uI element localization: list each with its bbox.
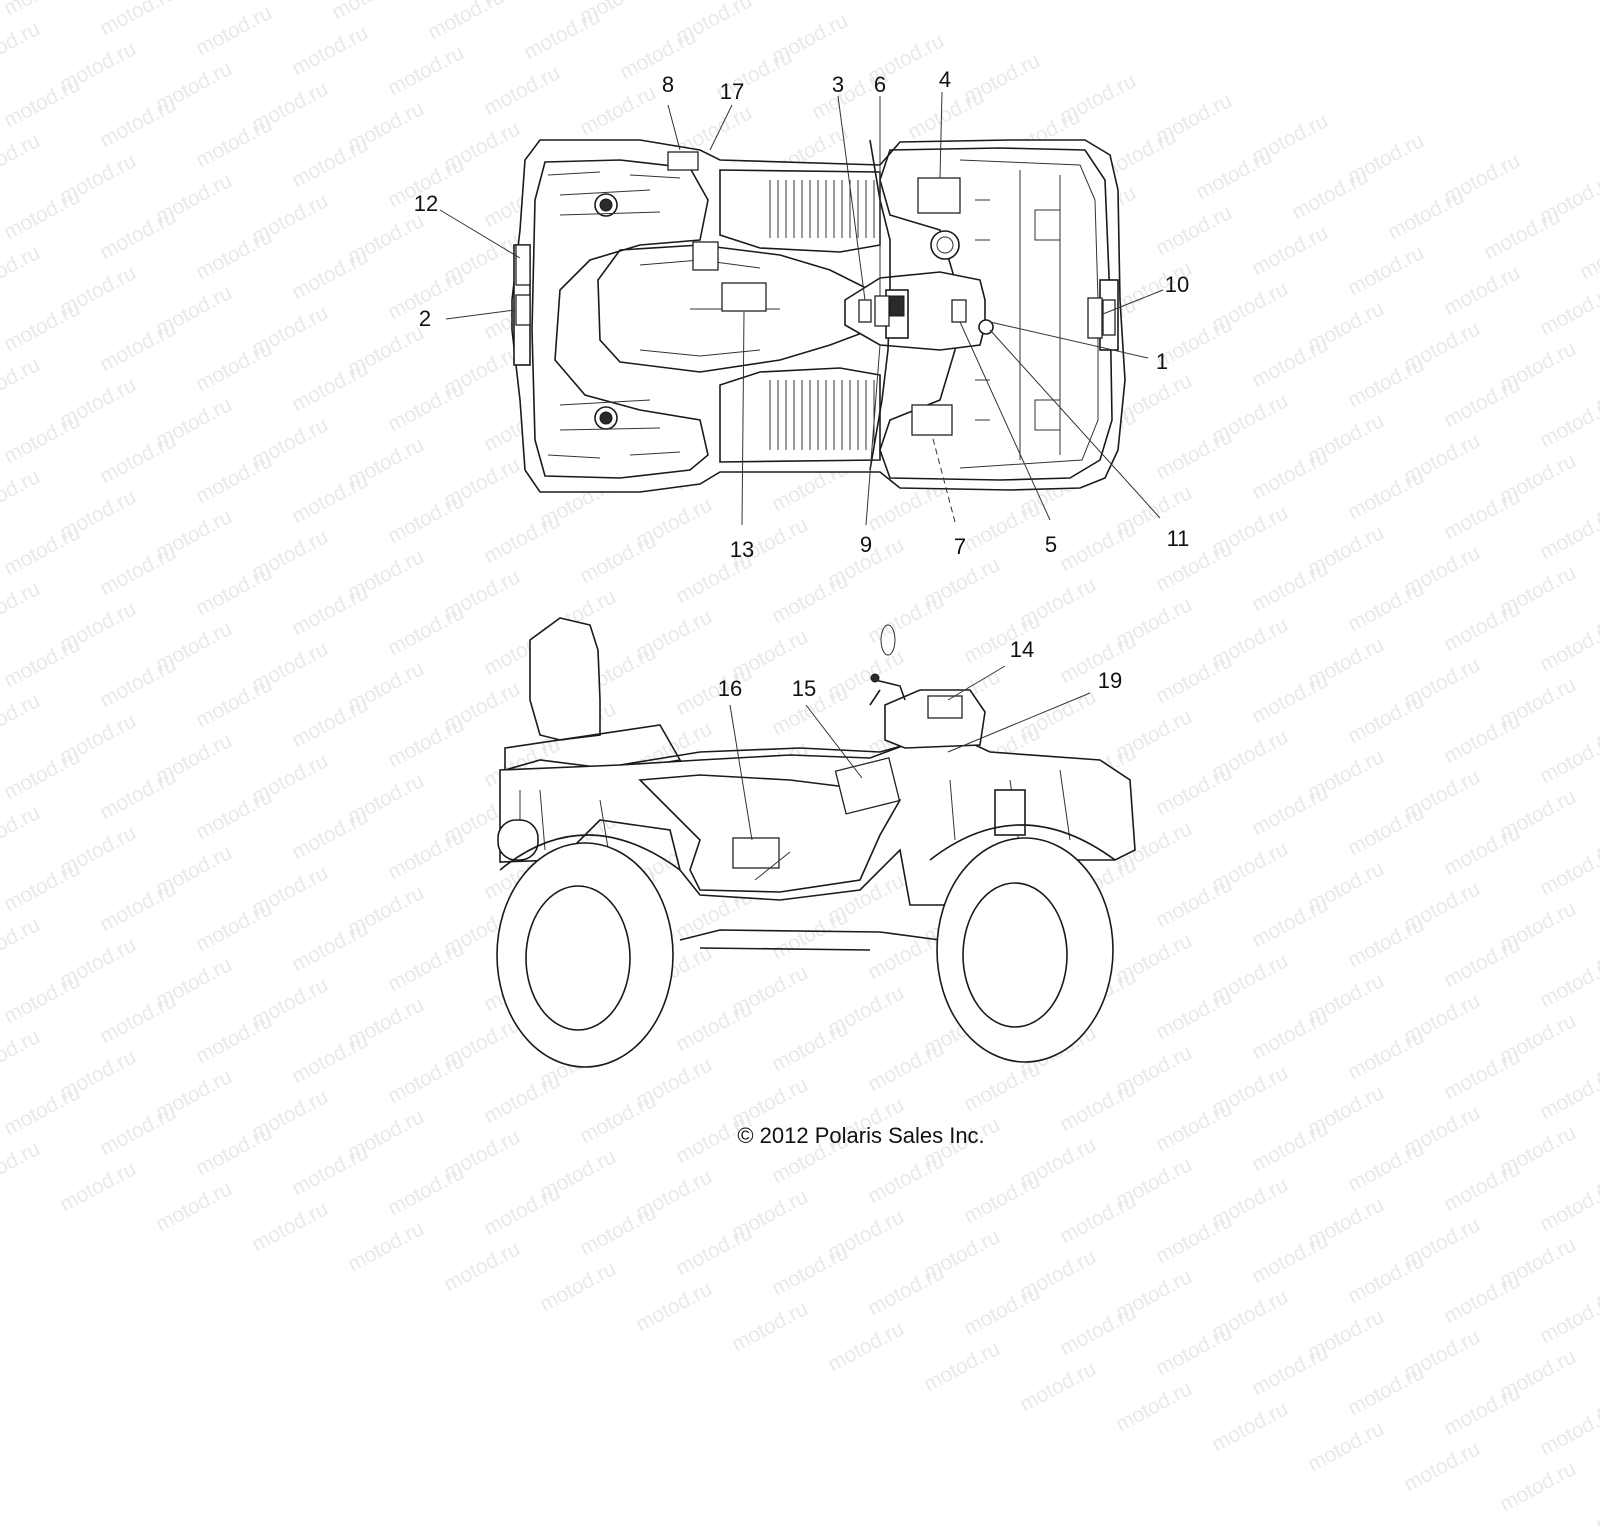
watermark-text: motod.ru [1016, 1245, 1100, 1305]
watermark-text: motod.ru [1536, 1401, 1600, 1461]
copyright-notice: © 2012 Polaris Sales Inc. [737, 1123, 985, 1148]
watermark-text: motod.ru [536, 1257, 620, 1317]
watermark-text: motod.ru [1056, 1301, 1140, 1361]
watermark-text: motod.ru [1592, 1365, 1600, 1425]
decal-13 [721, 282, 767, 312]
watermark-text: motod.ru [1400, 1213, 1484, 1273]
decal-5 [951, 299, 967, 323]
decal-4 [917, 177, 961, 214]
decal-8 [667, 151, 699, 171]
watermark-text: motod.ru [1112, 1377, 1196, 1437]
decal-14 [927, 695, 963, 719]
watermark-text: motod.ru [920, 1337, 1004, 1397]
watermark-text: motod.ru [1496, 1457, 1580, 1517]
decal-6 [874, 295, 890, 327]
watermark-text: motod.ru [632, 1277, 716, 1337]
callout-5: 5 [1044, 532, 1058, 557]
watermark-text: motod.ru [1152, 1209, 1236, 1269]
watermark-text: motod.ru [1400, 1437, 1484, 1497]
callout-15: 15 [791, 676, 817, 701]
callout-19: 19 [1097, 668, 1123, 693]
watermark-text: motod.ru [1440, 1381, 1524, 1441]
watermark-text: motod.ru [960, 1281, 1044, 1341]
watermark-text: motod.ru [1400, 1325, 1484, 1385]
watermark-text: motod.ru [440, 1237, 524, 1297]
callout-6: 6 [873, 72, 887, 97]
watermark-text: motod.ru [1112, 1265, 1196, 1325]
watermark-text: motod.ru [1496, 1345, 1580, 1405]
watermark-text: motod.ru [1016, 1357, 1100, 1417]
decal-7 [911, 404, 953, 436]
watermark-text: motod.ru [824, 1205, 908, 1265]
watermark-text: motod.ru [864, 1261, 948, 1321]
atv-decal-diagram [439, 91, 1164, 1068]
watermark-text: motod.ru [1304, 1193, 1388, 1253]
callout-10: 10 [1164, 272, 1190, 297]
callout-14: 14 [1009, 637, 1035, 662]
atv-side-view [496, 617, 1136, 1068]
watermark-text: motod.ru [1592, 1253, 1600, 1313]
watermark-text: motod.ru [768, 1241, 852, 1301]
watermark-text: motod.ru [1344, 1361, 1428, 1421]
callout-8: 8 [661, 72, 675, 97]
callout-11: 11 [1166, 526, 1190, 551]
callout-16: 16 [717, 676, 743, 701]
decal-16 [732, 837, 780, 869]
watermark-text: motod.ru [1208, 1397, 1292, 1457]
watermark-text: motod.ru [920, 1225, 1004, 1285]
watermark-text: motod.ru [1152, 1321, 1236, 1381]
watermark-text: motod.ru [1304, 1305, 1388, 1365]
watermark-text: motod.ru [1440, 1269, 1524, 1329]
watermark-text: motod.ru [1248, 1341, 1332, 1401]
callout-12: 12 [413, 191, 439, 216]
watermark-text: motod.ru [1208, 1285, 1292, 1345]
atv-top-view [439, 91, 1164, 526]
callout-9: 9 [859, 532, 873, 557]
watermark-text: motod.ru [728, 1297, 812, 1357]
callout-7: 7 [953, 534, 967, 559]
callout-13: 13 [729, 537, 755, 562]
decal-10 [1087, 297, 1103, 339]
callout-17: 17 [719, 79, 745, 104]
watermark-text: motod.ru [576, 1201, 660, 1261]
watermark-text: motod.ru [344, 1217, 428, 1277]
callout-4: 4 [938, 67, 952, 92]
watermark-text: motod.ru [1304, 1417, 1388, 1477]
watermark-text: motod.ru [1496, 1233, 1580, 1293]
watermark-text: motod.ru [248, 1197, 332, 1257]
watermark-text: motod.ru [1248, 1229, 1332, 1289]
watermark-text: motod.ru [824, 1317, 908, 1377]
watermark-text: motod.ru [1536, 1289, 1600, 1349]
watermark-text: motod.ru [672, 1221, 756, 1281]
decal-15 [834, 757, 901, 815]
decal-17 [692, 241, 719, 271]
decal-3 [858, 299, 872, 323]
callout-1: 1 [1155, 349, 1169, 374]
watermark-text: motod.ru [1344, 1249, 1428, 1309]
callout-3: 3 [831, 72, 845, 97]
callout-2: 2 [418, 306, 432, 331]
watermark-text: motod.ru [1592, 1477, 1600, 1537]
